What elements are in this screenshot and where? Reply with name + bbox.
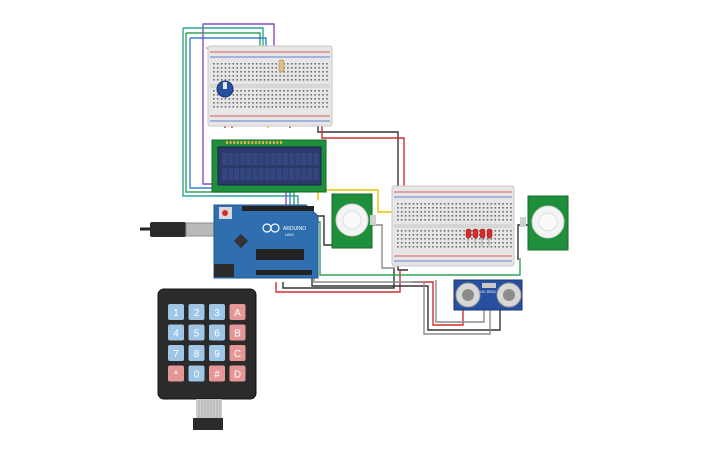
arduino-uno[interactable]: ARDUINO UNO bbox=[140, 204, 319, 279]
keypad-key-label: B bbox=[234, 329, 241, 340]
keypad-key-1[interactable]: 1 bbox=[168, 304, 184, 320]
keypad-key-label: 1 bbox=[173, 308, 179, 319]
wire-red-power[interactable] bbox=[275, 270, 401, 293]
keypad-key-7[interactable]: 7 bbox=[168, 345, 184, 361]
keypad-key-label: * bbox=[174, 370, 178, 381]
pir-sensor-left[interactable] bbox=[331, 193, 376, 249]
wire-black-us[interactable] bbox=[311, 270, 501, 331]
keypad-key-D[interactable]: D bbox=[229, 365, 246, 382]
keypad-key-A[interactable]: A bbox=[229, 304, 246, 320]
keypad-key-*[interactable]: * bbox=[168, 365, 184, 382]
wire-teal-2[interactable] bbox=[182, 28, 299, 205]
keypad-key-label: C bbox=[234, 349, 241, 360]
keypad-key-8[interactable]: 8 bbox=[188, 345, 205, 361]
wire-gray-us-1[interactable] bbox=[313, 265, 491, 335]
wire-gray-us-2[interactable] bbox=[435, 280, 485, 323]
led[interactable] bbox=[465, 228, 472, 246]
keypad-key-5[interactable]: 5 bbox=[188, 324, 205, 341]
led[interactable] bbox=[472, 228, 479, 246]
keypad-key-#[interactable]: # bbox=[209, 365, 225, 382]
lcd-pins bbox=[226, 141, 282, 144]
wire-green-pir[interactable] bbox=[312, 221, 521, 276]
usb-cable[interactable] bbox=[140, 222, 221, 237]
breadboard-top[interactable] bbox=[207, 45, 333, 127]
resistor[interactable] bbox=[278, 59, 285, 73]
keypad-key-0[interactable]: 0 bbox=[188, 365, 205, 382]
led[interactable] bbox=[479, 228, 486, 246]
breadboard-right-holes bbox=[397, 203, 512, 248]
lcd-16x2[interactable] bbox=[211, 139, 327, 193]
keypad-key-label: 0 bbox=[194, 370, 200, 381]
keypad-key-6[interactable]: 6 bbox=[209, 324, 225, 341]
keypad-ribbon bbox=[193, 399, 223, 430]
keypad-key-label: A bbox=[234, 308, 241, 319]
keypad-key-label: 4 bbox=[173, 329, 179, 340]
led-group bbox=[465, 228, 493, 246]
keypad-key-label: 5 bbox=[194, 329, 200, 340]
arduino-model: UNO bbox=[285, 232, 294, 237]
keypad-key-label: 6 bbox=[214, 329, 220, 340]
keypad-key-4[interactable]: 4 bbox=[168, 324, 184, 341]
potentiometer[interactable] bbox=[216, 80, 234, 98]
wire-red-us[interactable] bbox=[412, 281, 464, 326]
arduino-brand: ARDUINO bbox=[283, 226, 306, 232]
ultrasonic-sensor[interactable]: HC-SR04 bbox=[453, 279, 523, 311]
keypad-key-2[interactable]: 2 bbox=[188, 304, 205, 320]
keypad-key-label: # bbox=[214, 370, 220, 381]
keypad-key-C[interactable]: C bbox=[229, 345, 246, 361]
keypad-key-label: 3 bbox=[214, 308, 220, 319]
keypad-key-9[interactable]: 9 bbox=[209, 345, 225, 361]
wire-black-power[interactable] bbox=[282, 268, 395, 289]
keypad-key-label: 9 bbox=[214, 349, 220, 360]
keypad-key-label: D bbox=[234, 370, 241, 381]
keypad-keys: 1 2 3 A 4 5 6 B 7 8 9 C * 0 # D bbox=[168, 304, 246, 382]
keypad-key-3[interactable]: 3 bbox=[209, 304, 225, 320]
wire-black-top[interactable] bbox=[317, 125, 408, 271]
keypad-key-label: 8 bbox=[194, 349, 200, 360]
lcd-cells bbox=[222, 153, 319, 180]
ultrasonic-label: HC-SR04 bbox=[480, 290, 495, 294]
wire-gray-pir[interactable] bbox=[370, 224, 395, 269]
pir-sensor-right[interactable] bbox=[520, 195, 569, 251]
led[interactable] bbox=[486, 228, 493, 246]
keypad-4x4[interactable]: 1 2 3 A 4 5 6 B 7 8 9 C * 0 # D bbox=[157, 288, 257, 430]
keypad-key-label: 2 bbox=[194, 308, 200, 319]
keypad-key-B[interactable]: B bbox=[229, 324, 246, 341]
breadboard-top-holes bbox=[213, 63, 328, 108]
keypad-key-label: 7 bbox=[173, 349, 179, 360]
breadboard-right[interactable] bbox=[391, 185, 515, 267]
